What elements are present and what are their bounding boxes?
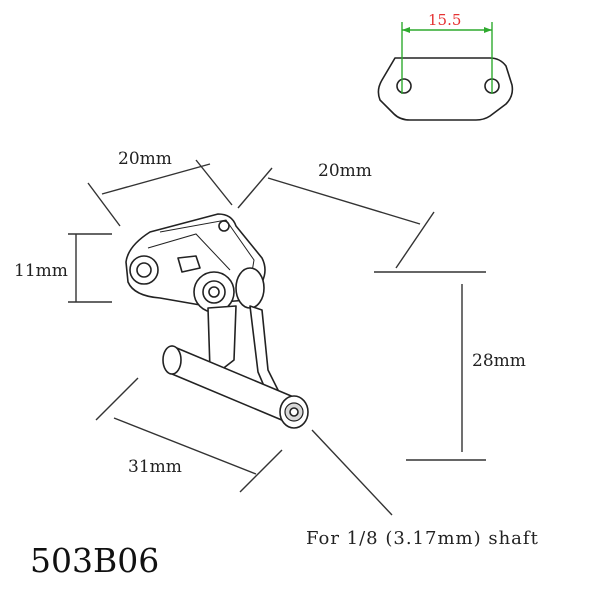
top-right-width-label: 20mm: [318, 161, 372, 181]
model-number: 503B06: [30, 541, 159, 580]
hole-spacing-label: 15.5: [428, 11, 461, 29]
top-view-plate: [377, 57, 514, 121]
shaft-caption: For 1/8 (3.17mm) shaft: [306, 528, 539, 549]
top-left-width-label: 20mm: [118, 149, 172, 169]
dim-shaft-length: 31mm: [95, 377, 283, 493]
shaft-leader-line: [311, 429, 393, 516]
dim-height-right: 28mm: [374, 271, 526, 461]
height-left-label: 11mm: [14, 261, 68, 281]
dim-top-right-width: 20mm: [237, 161, 435, 269]
top-view-dimension: 15.5: [401, 11, 493, 94]
dim-height-left: 11mm: [14, 233, 112, 303]
shaft-length-label: 31mm: [128, 457, 182, 477]
dim-top-left-width: 20mm: [87, 149, 233, 227]
rudder-arm-part: [125, 213, 309, 429]
height-right-label: 28mm: [472, 351, 526, 371]
